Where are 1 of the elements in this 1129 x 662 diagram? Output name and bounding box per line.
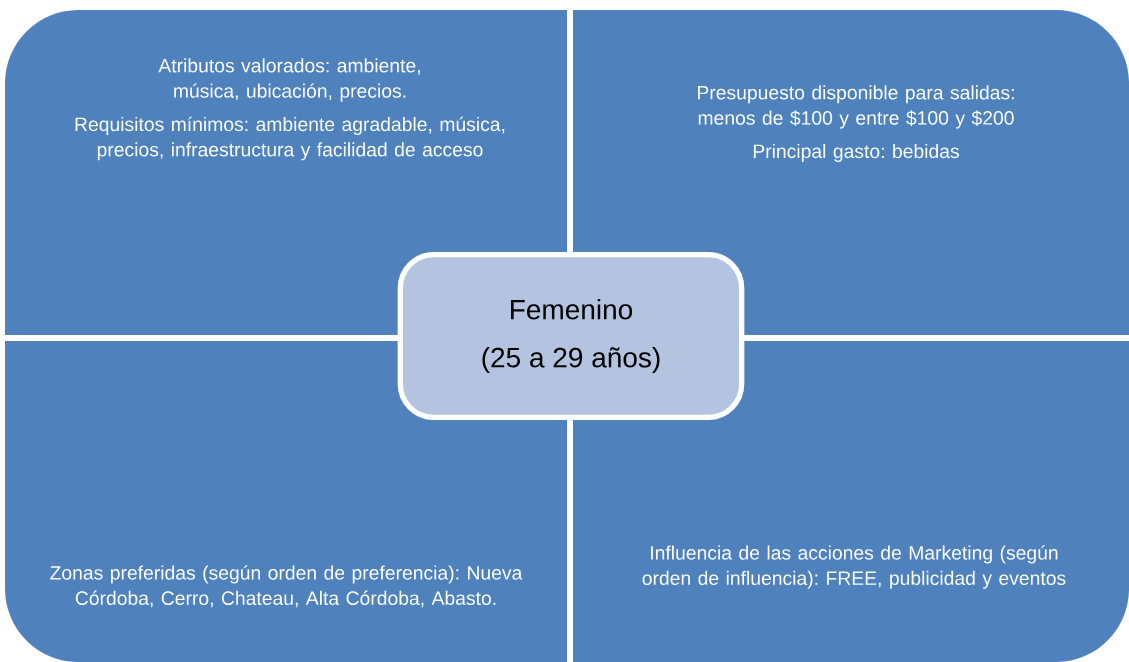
center-box: Femenino (25 a 29 años) [397,252,745,420]
